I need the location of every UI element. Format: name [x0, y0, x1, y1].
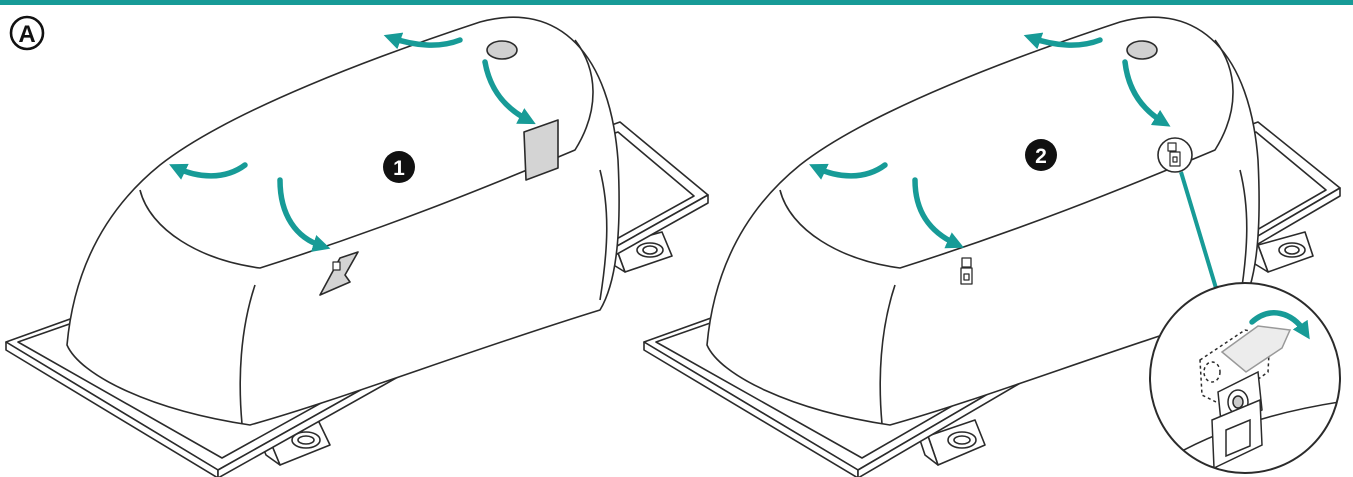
- drain-hole: [1127, 41, 1157, 59]
- section-marker-label: A: [18, 21, 35, 48]
- section-marker-icon: A: [11, 17, 43, 49]
- step-number-icon: 1: [383, 151, 415, 183]
- tub-body: [67, 17, 619, 425]
- step-number-icon: 2: [1025, 139, 1057, 171]
- magnifier-callout-icon: [1150, 283, 1353, 473]
- hook-bracket: [961, 258, 972, 284]
- bathtub-1: [6, 17, 708, 477]
- step-1-number: 1: [393, 157, 405, 180]
- drain-hole: [487, 41, 517, 59]
- step-2-number: 2: [1035, 145, 1047, 168]
